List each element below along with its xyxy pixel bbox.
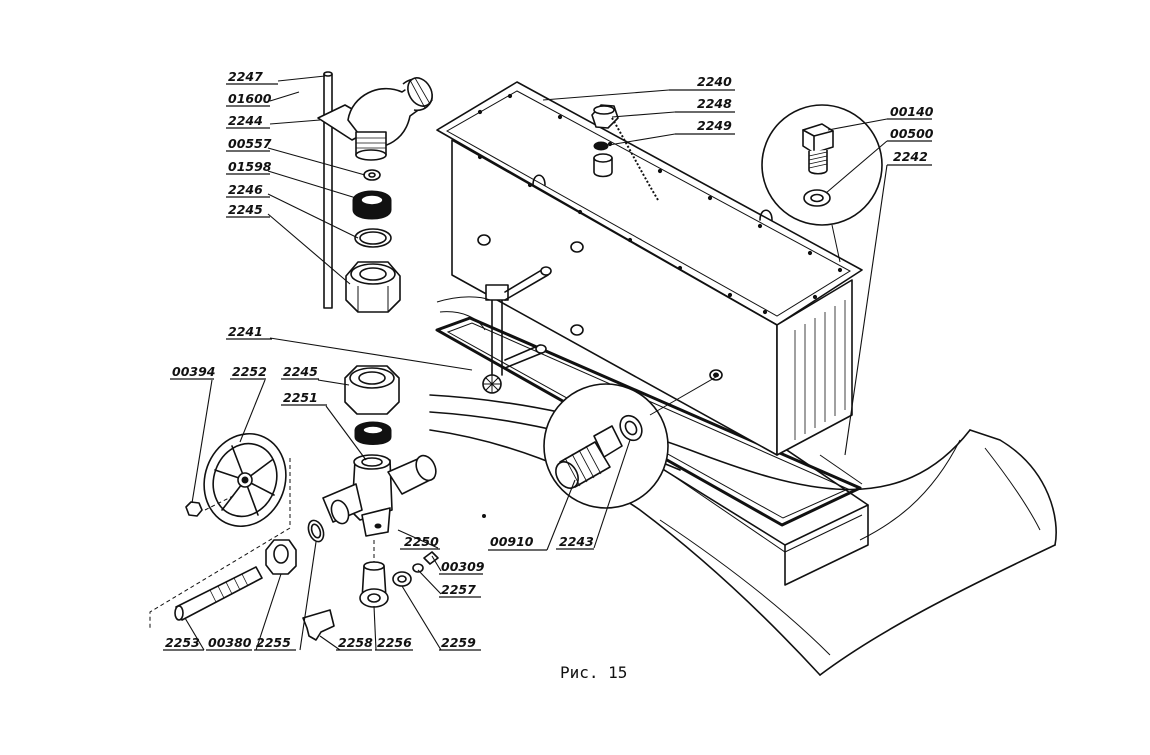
label-2246: 2246 [228,182,263,197]
label-00309: 00309 [441,559,485,574]
label-2251: 2251 [283,390,318,405]
label-2257: 2257 [441,582,476,597]
label-2243: 2243 [559,534,594,549]
label-2253: 2253 [165,635,200,650]
label-00557: 00557 [228,136,272,151]
valve-assembly [149,365,439,641]
label-2259: 2259 [441,635,476,650]
label-2247: 2247 [228,69,263,84]
label-01600: 01600 [228,91,272,106]
label-2245-lower: 2245 [283,364,318,379]
label-00394: 00394 [172,364,216,379]
label-00380: 00380 [208,635,252,650]
label-00500: 00500 [890,126,934,141]
label-2250: 2250 [404,534,439,549]
label-2245-upper: 2245 [228,202,263,217]
label-2242: 2242 [893,149,928,164]
label-00910: 00910 [490,534,534,549]
tank-body [436,81,863,456]
label-2240: 2240 [697,74,732,89]
label-00140: 00140 [890,104,934,119]
detail-circle-bolt [761,104,883,263]
leader-lines [184,75,888,651]
part-labels: 2247 01600 2244 00557 01598 2246 2245 22… [163,69,934,651]
label-2241: 2241 [228,324,263,339]
tank-drain-valve [436,266,552,394]
label-01598: 01598 [228,159,272,174]
label-2244: 2244 [228,113,263,128]
label-2249: 2249 [697,118,732,133]
fender-body [429,394,1057,676]
label-2255: 2255 [256,635,291,650]
label-2248: 2248 [697,96,732,111]
filler-cap-assembly [591,104,659,201]
elbow-fitting-assembly [317,71,433,313]
label-2256: 2256 [377,635,412,650]
detail-circle-fitting [543,376,717,509]
tank-mounting-plate [639,414,869,586]
label-2252: 2252 [232,364,267,379]
figure-caption: Рис. 15 [560,663,627,682]
label-2258: 2258 [338,635,373,650]
